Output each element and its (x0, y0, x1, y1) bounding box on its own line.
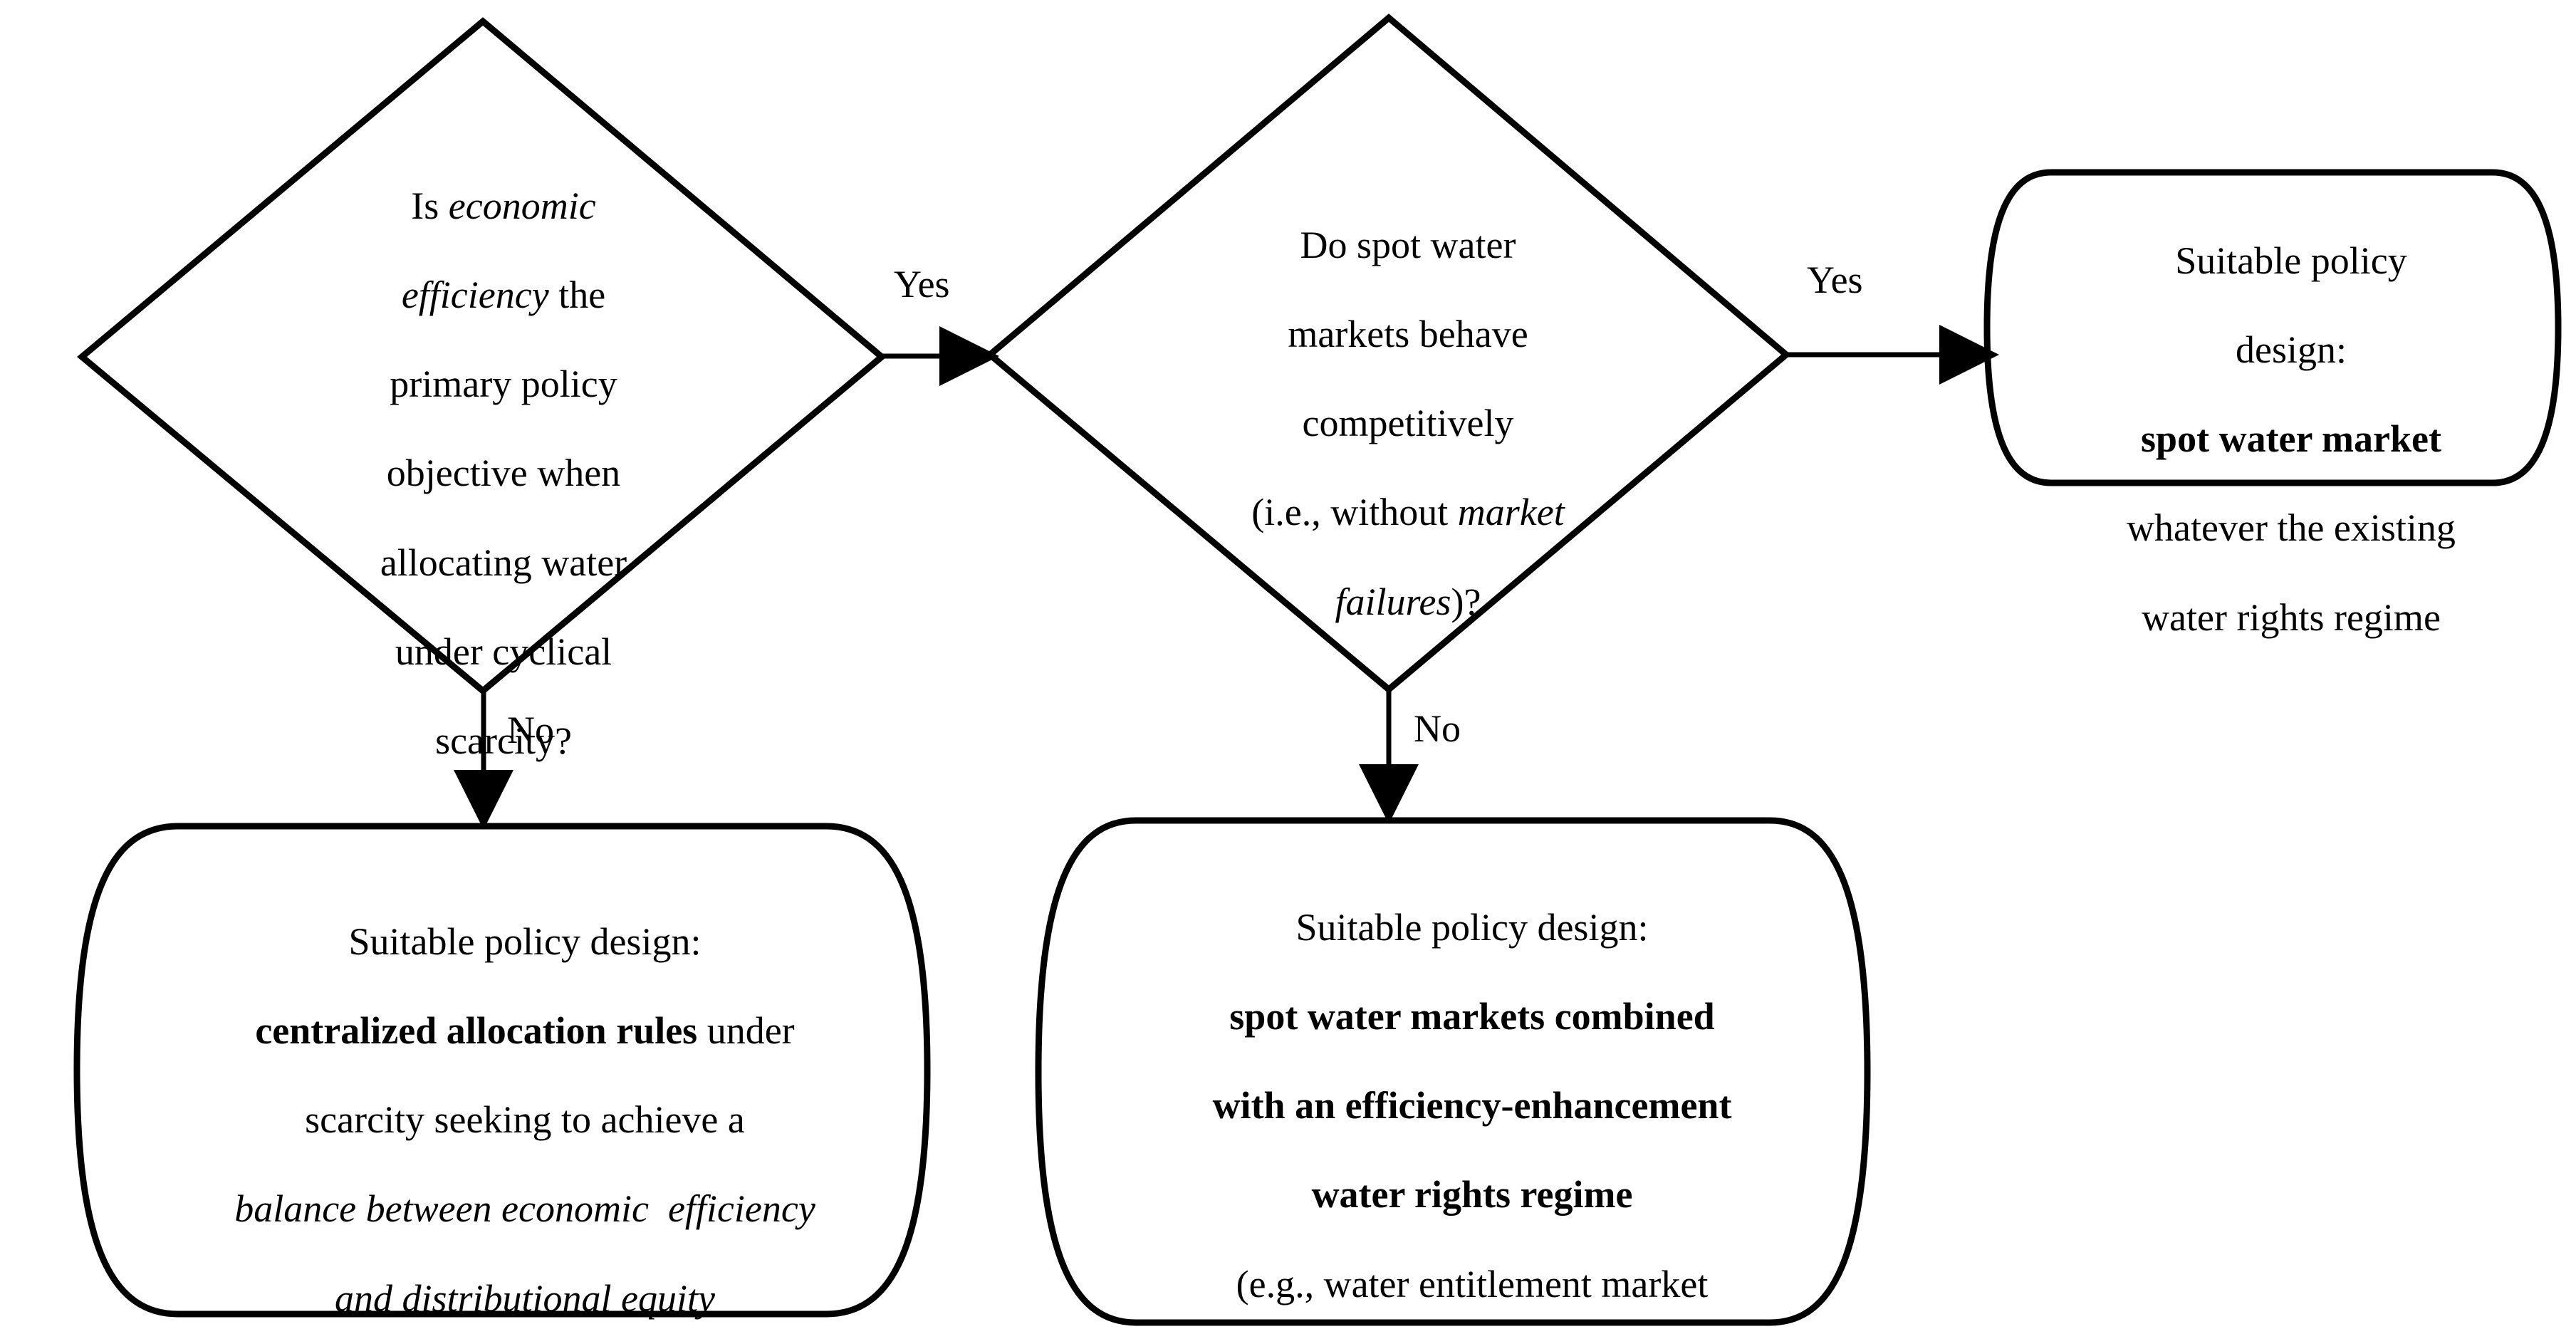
outcome-node-combined-shape[interactable] (1035, 817, 1871, 1326)
b1-line4: whatever the existing (2127, 506, 2456, 550)
decision-node-1-label: Is economic efficiency the primary polic… (221, 139, 748, 808)
b1-line3-emphasis: spot water market (2141, 417, 2441, 461)
b3-line5: (e.g., water entitlement market (1236, 1262, 1709, 1305)
b2-line4-emphasis: balance between economic efficiency (234, 1187, 815, 1231)
d1-line1-emphasis: economic (448, 184, 596, 227)
b2-line5-emphasis: and distributional equity (335, 1276, 715, 1320)
outcome-node-centralized-label: Suitable policy design: centralized allo… (93, 875, 919, 1329)
d2-line4-prefix: (i.e., without (1251, 491, 1458, 534)
b2-line3: scarcity seeking to achieve a (305, 1098, 745, 1142)
d2-line3: competitively (1302, 402, 1514, 445)
d1-line6: under cyclical (395, 630, 612, 673)
outcome-node-spot-market-label: Suitable policy design: spot water marke… (2001, 194, 2543, 684)
d2-line2: markets behave (1288, 312, 1528, 355)
d1-line7: scarcity? (435, 719, 572, 763)
edge-label-yes-1: Yes (894, 263, 950, 306)
d2-line4-emphasis: market (1457, 491, 1565, 534)
b3-line1: Suitable policy design: (1295, 905, 1649, 949)
d2-line5-suffix: )? (1451, 580, 1481, 623)
b3-line2-emphasis: spot water markets combined (1229, 994, 1715, 1038)
outcome-node-centralized-shape[interactable] (73, 823, 931, 1318)
b1-line1: Suitable policy (2175, 239, 2407, 282)
edge-label-yes-2: Yes (1807, 259, 1863, 301)
d1-line4: objective when (386, 452, 621, 495)
d1-line3: primary policy (390, 363, 617, 406)
outcome-node-combined-label: Suitable policy design: spot water marke… (1050, 860, 1855, 1329)
b2-line2-emphasis: centralized allocation rules (255, 1009, 698, 1052)
b2-line1: Suitable policy design: (348, 919, 702, 963)
b2-line2-suffix: under (697, 1009, 795, 1052)
b3-line4-emphasis: water rights regime (1311, 1173, 1633, 1216)
d1-line2-suffix: the (548, 273, 606, 316)
d1-line2-emphasis: efficiency (401, 273, 549, 316)
outcome-node-spot-market-shape[interactable] (1983, 169, 2562, 486)
edge-label-no-1: No (507, 709, 554, 751)
d2-line1: Do spot water (1300, 223, 1516, 266)
b3-line3-emphasis: with an efficiency-enhancement (1212, 1084, 1732, 1127)
edge-label-no-2: No (1414, 707, 1461, 750)
b1-line2: design: (2236, 328, 2347, 371)
d1-line5: allocating water (380, 541, 627, 584)
d2-line5-emphasis: failures (1335, 580, 1451, 623)
d1-line1-prefix: Is (411, 184, 449, 227)
decision-node-2-label: Do spot water markets behave competitive… (1140, 178, 1638, 669)
b1-line5: water rights regime (2142, 595, 2441, 639)
